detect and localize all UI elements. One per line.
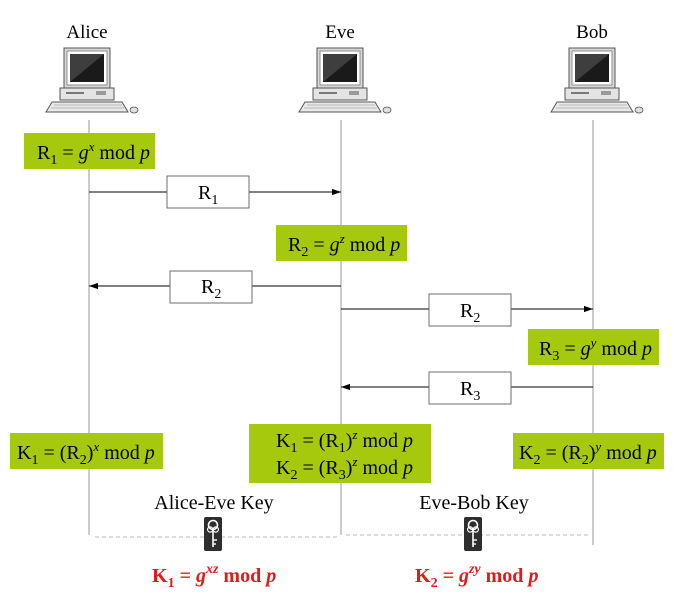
alice-eve-final-key: K1 = gxz mod p: [152, 562, 276, 591]
message-r1-box: R1: [166, 175, 250, 209]
actor-bob-label: Bob: [576, 22, 608, 43]
svg-text:K1 = gxz mod p: K1 = gxz mod p: [152, 562, 276, 591]
alice-k1-equation-box: K1 = (R2)x mod p: [10, 433, 163, 469]
message-r2-to-alice-box: R2: [169, 270, 253, 304]
eve-keys-equation-box: K1 = (R1)z mod p K2 = (R3)z mod p: [249, 424, 431, 483]
desktop-computer-icon: [298, 47, 392, 114]
desktop-computer-icon: [45, 47, 139, 114]
alice-r1-equation-box: R1 = gx mod p: [24, 133, 155, 169]
message-r3-box: R3: [428, 371, 512, 405]
svg-text:K2 = (R2)y mod p: K2 = (R2)y mod p: [519, 439, 657, 468]
alice-eve-key-label: Alice-Eve Key: [154, 492, 273, 514]
eve-r2-equation-box: R2 = gz mod p: [276, 225, 407, 261]
actor-eve-label: Eve: [325, 22, 355, 43]
svg-text:R2 = gz mod p: R2 = gz mod p: [288, 231, 400, 260]
message-r2-to-bob-box: R2: [428, 293, 512, 327]
key-icon: [463, 516, 483, 552]
svg-text:R2: R2: [460, 300, 480, 326]
svg-text:R2: R2: [201, 276, 221, 302]
svg-text:R3: R3: [460, 378, 480, 404]
svg-text:K1 = (R2)x mod p: K1 = (R2)x mod p: [17, 439, 155, 468]
key-icon: [203, 516, 223, 552]
svg-text:K1 = (R1)z mod p: K1 = (R1)z mod p: [276, 427, 413, 456]
eve-bob-final-key: K2 = gzy mod p: [415, 562, 538, 591]
svg-text:K2 = gzy mod p: K2 = gzy mod p: [415, 562, 538, 591]
bob-k2-equation-box: K2 = (R2)y mod p: [513, 433, 664, 469]
actor-alice-label: Alice: [66, 22, 107, 43]
eve-bob-key-label: Eve-Bob Key: [419, 492, 528, 514]
svg-text:R1: R1: [198, 182, 218, 208]
desktop-computer-icon: [550, 47, 644, 114]
bob-r3-equation-box: R3 = gy mod p: [528, 329, 659, 365]
